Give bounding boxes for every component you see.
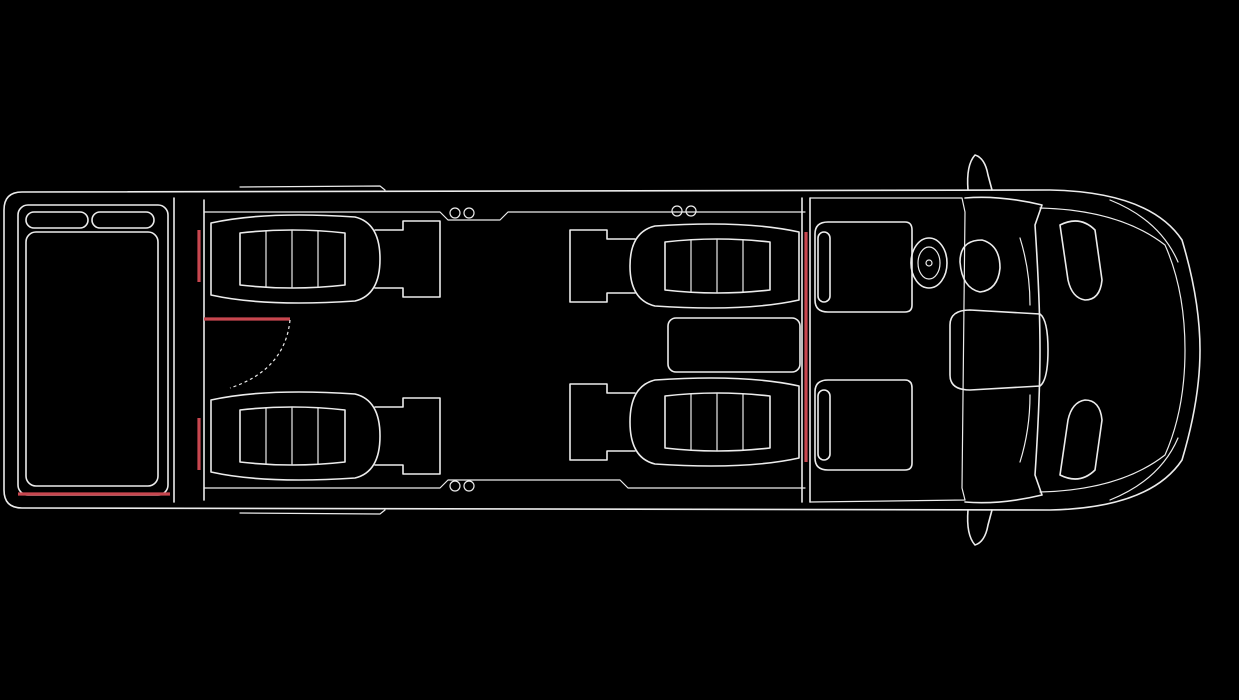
- center-console: [949, 309, 1049, 391]
- rear-seat-top-shell: [210, 214, 381, 304]
- mid-seat-bottom-footrest: [569, 383, 636, 461]
- rear-seat-top-cushion: [239, 229, 346, 289]
- steering-wheel-icon: [910, 237, 948, 289]
- center-table: [667, 317, 801, 373]
- floor-anchors: [449, 205, 697, 492]
- passenger-front-seat: [814, 221, 913, 313]
- rear-seat-top-footrest: [374, 220, 441, 298]
- storage-pad-right: [91, 211, 155, 229]
- cabin-floor-bottom-edge: [203, 479, 806, 489]
- instrument-cluster: [959, 239, 1001, 293]
- dashboard: [964, 196, 1043, 504]
- mid-seat-top-footrest: [569, 229, 636, 303]
- mid-seat-bottom-cushion: [664, 392, 771, 452]
- rear-bulkhead: [173, 197, 291, 503]
- rear-seat-bottom-shell: [210, 391, 381, 481]
- rear-storage: [17, 204, 170, 496]
- mid-seat-bottom-shell: [629, 377, 800, 467]
- front-hood: [1039, 199, 1186, 501]
- mid-seat-top: [569, 223, 800, 309]
- rear-seat-bottom: [210, 391, 441, 481]
- driver-front-seat: [814, 379, 913, 471]
- headlight-left: [1059, 220, 1103, 301]
- storage-frame: [17, 204, 169, 496]
- seats-group: [210, 214, 800, 481]
- van-body-inner-outline: [239, 185, 386, 515]
- driver-partition: [801, 197, 811, 503]
- mid-seat-bottom: [569, 377, 800, 467]
- headlight-right: [1059, 399, 1103, 480]
- left-mirror: [966, 154, 993, 191]
- right-mirror: [966, 509, 993, 546]
- panel-swing-arc: [229, 319, 291, 389]
- rear-seat-top: [210, 214, 441, 304]
- mid-seat-top-cushion: [664, 238, 771, 294]
- van-body-outline: [3, 189, 1201, 511]
- rear-seat-bottom-cushion: [239, 406, 346, 466]
- storage-pad-left: [25, 211, 89, 229]
- rear-seat-bottom-footrest: [374, 397, 441, 475]
- storage-bed: [25, 231, 159, 487]
- windshield-line: [1039, 207, 1186, 493]
- cabin-floor-top-edge: [203, 211, 806, 221]
- mid-seat-top-shell: [629, 223, 800, 309]
- driver-cab: [809, 196, 1049, 504]
